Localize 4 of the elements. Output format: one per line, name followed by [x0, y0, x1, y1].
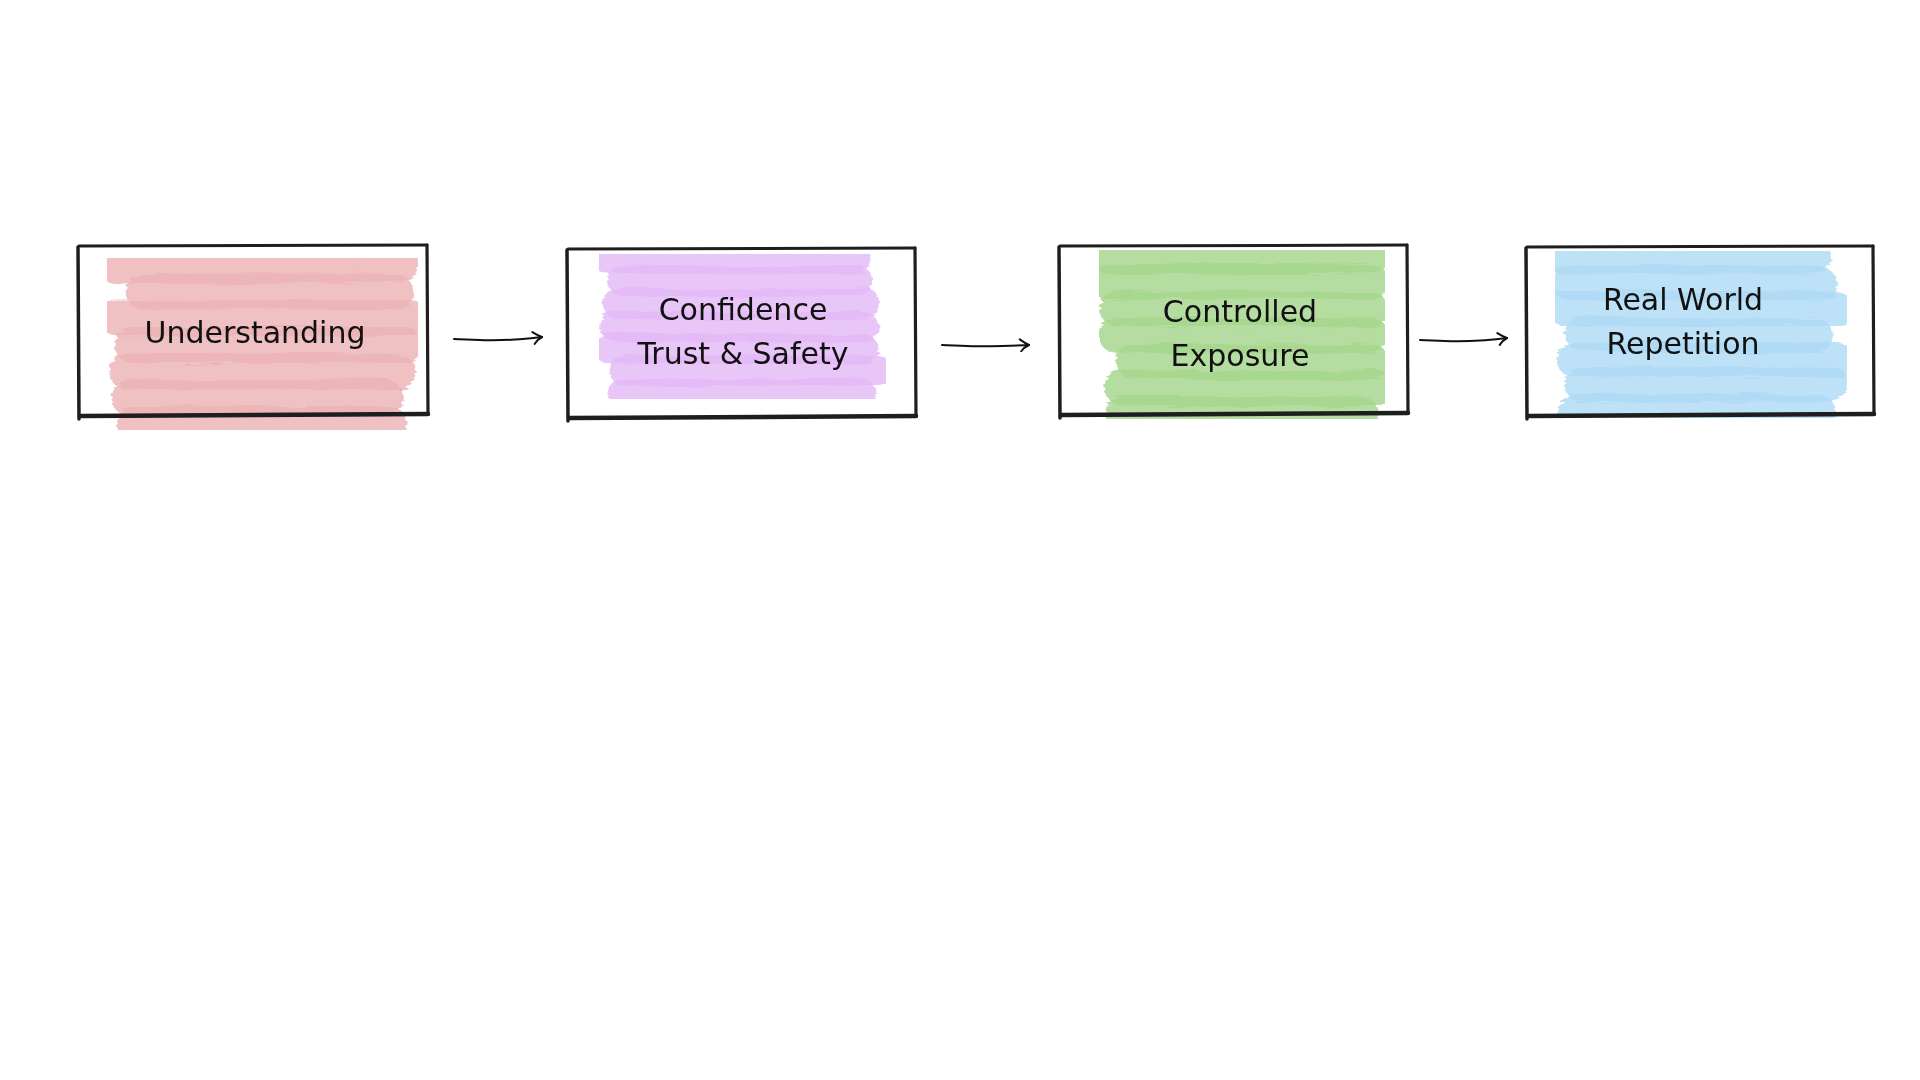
box-label: Controlled Exposure	[1161, 293, 1319, 375]
box-label: Confidence Trust & Safety	[636, 291, 850, 373]
box-label: Understanding	[143, 314, 367, 352]
box-label: Real World Repetition	[1601, 281, 1765, 363]
